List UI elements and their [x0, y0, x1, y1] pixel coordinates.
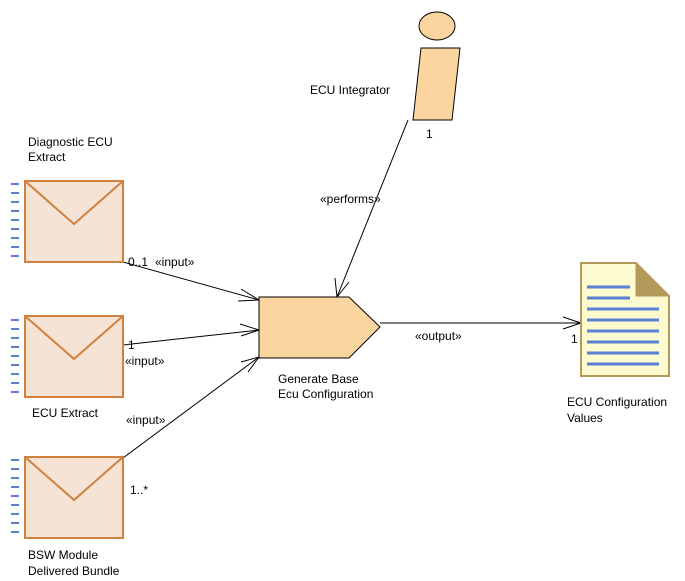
port-dashes	[11, 459, 19, 533]
task-label-line1: Generate Base	[278, 372, 359, 386]
artifact-ecu-configuration-values: ECU Configuration Values 1	[567, 261, 671, 425]
artifact-ecu-extract: ECU Extract 1 «input»	[11, 315, 165, 420]
output-multiplicity: 1	[571, 332, 578, 346]
input-multiplicity: 0..1	[128, 255, 148, 269]
edge-output	[380, 316, 583, 330]
role-label: ECU Integrator	[310, 83, 390, 97]
input-label-line1: Diagnostic ECU	[28, 135, 113, 149]
performs-stereotype: «performs»	[320, 192, 381, 206]
port-dashes	[11, 183, 19, 257]
task-icon	[258, 296, 381, 359]
artifact-diagnostic-ecu-extract: Diagnostic ECU Extract 0..1 «input»	[11, 135, 195, 269]
edge-performs	[334, 119, 409, 299]
input-label-line1: BSW Module	[28, 548, 98, 562]
input-label-line1: ECU Extract	[32, 406, 99, 420]
role-ecu-integrator: ECU Integrator 1	[310, 11, 461, 141]
input-stereotype: «input»	[155, 255, 195, 269]
task-generate-base-ecu-configuration: Generate Base Ecu Configuration	[258, 296, 381, 401]
task-label-line2: Ecu Configuration	[278, 387, 373, 401]
input-label-line2: Delivered Bundle	[28, 564, 120, 578]
input-label-line2: Extract	[28, 150, 66, 164]
edge-input-bsw	[122, 356, 261, 459]
role-multiplicity: 1	[426, 127, 433, 141]
artifact-bsw-module-delivered-bundle: BSW Module Delivered Bundle 1..* «input»	[11, 413, 166, 578]
input-stereotype: «input»	[126, 413, 166, 427]
output-label-line2: Values	[567, 411, 603, 425]
edge-input-ecu-extract	[122, 323, 261, 346]
document-lines	[587, 285, 659, 366]
output-stereotype: «output»	[415, 329, 462, 343]
role-icon	[418, 11, 456, 41]
input-stereotype: «input»	[125, 354, 165, 368]
input-multiplicity: 1	[128, 338, 135, 352]
input-multiplicity: 1..*	[130, 483, 148, 497]
port-dashes	[11, 319, 19, 393]
output-label-line1: ECU Configuration	[567, 395, 667, 409]
